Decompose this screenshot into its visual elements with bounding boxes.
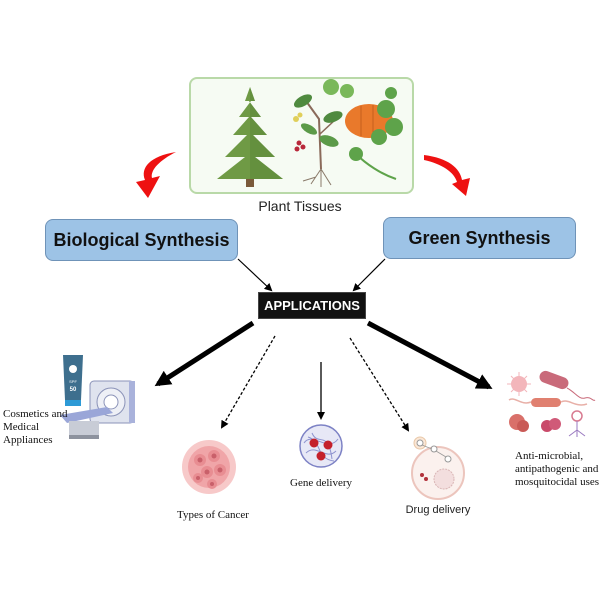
pumpkin-vine-icon (323, 79, 403, 180)
applications-hub: APPLICATIONS (258, 292, 366, 319)
green-synthesis-label: Green Synthesis (408, 227, 551, 248)
svg-text:SPF: SPF (69, 379, 77, 384)
arrow-to-drug (349, 337, 410, 432)
bacteriophage-icon (568, 410, 586, 437)
antimicrobial-label: Anti-microbial, antipathogenic and mosqu… (515, 450, 600, 488)
cocci-cluster-icon (509, 414, 529, 432)
microbes-icon (505, 370, 597, 440)
barberry-plant-icon (293, 94, 343, 187)
bacterium-icon (539, 370, 596, 401)
flagellated-bacterium-icon (508, 398, 588, 407)
biological-synthesis-label: Biological Synthesis (53, 229, 230, 250)
tumor-cells-icon (180, 438, 238, 496)
bio-to-applications-arrow (237, 258, 273, 292)
virus-icon (507, 372, 531, 396)
gene-label: Gene delivery (290, 477, 352, 489)
arrow-to-cancer (220, 335, 276, 429)
sunscreen-ct-scanner-icon: SPF 50 (55, 355, 145, 445)
sunscreen-tube-icon: SPF 50 (63, 355, 83, 406)
gene-nanoparticle-icon (298, 423, 344, 469)
cosmetics-label: Cosmetics and Medical Appliances (3, 408, 68, 446)
curved-arrow-left (136, 152, 176, 198)
green-to-applications-arrow (352, 258, 386, 292)
ct-scanner-icon (60, 380, 135, 439)
diplococcus-icon (541, 418, 561, 432)
applications-label: APPLICATIONS (264, 298, 360, 313)
drug-label: Drug delivery (405, 504, 471, 516)
plant-tissues-label: Plant Tissues (258, 198, 342, 214)
conifer-tree-icon (217, 87, 283, 187)
arrow-to-cosmetics (154, 320, 255, 387)
cancer-label: Types of Cancer (177, 509, 249, 521)
green-synthesis-box: Green Synthesis (383, 217, 576, 259)
svg-text:50: 50 (70, 387, 77, 393)
plant-tissues-panel (189, 77, 414, 194)
curved-arrow-right (424, 155, 470, 196)
cell-endocytosis-icon (400, 435, 470, 501)
biological-synthesis-box: Biological Synthesis (45, 219, 238, 261)
arrow-to-antimicrobial (366, 320, 493, 390)
